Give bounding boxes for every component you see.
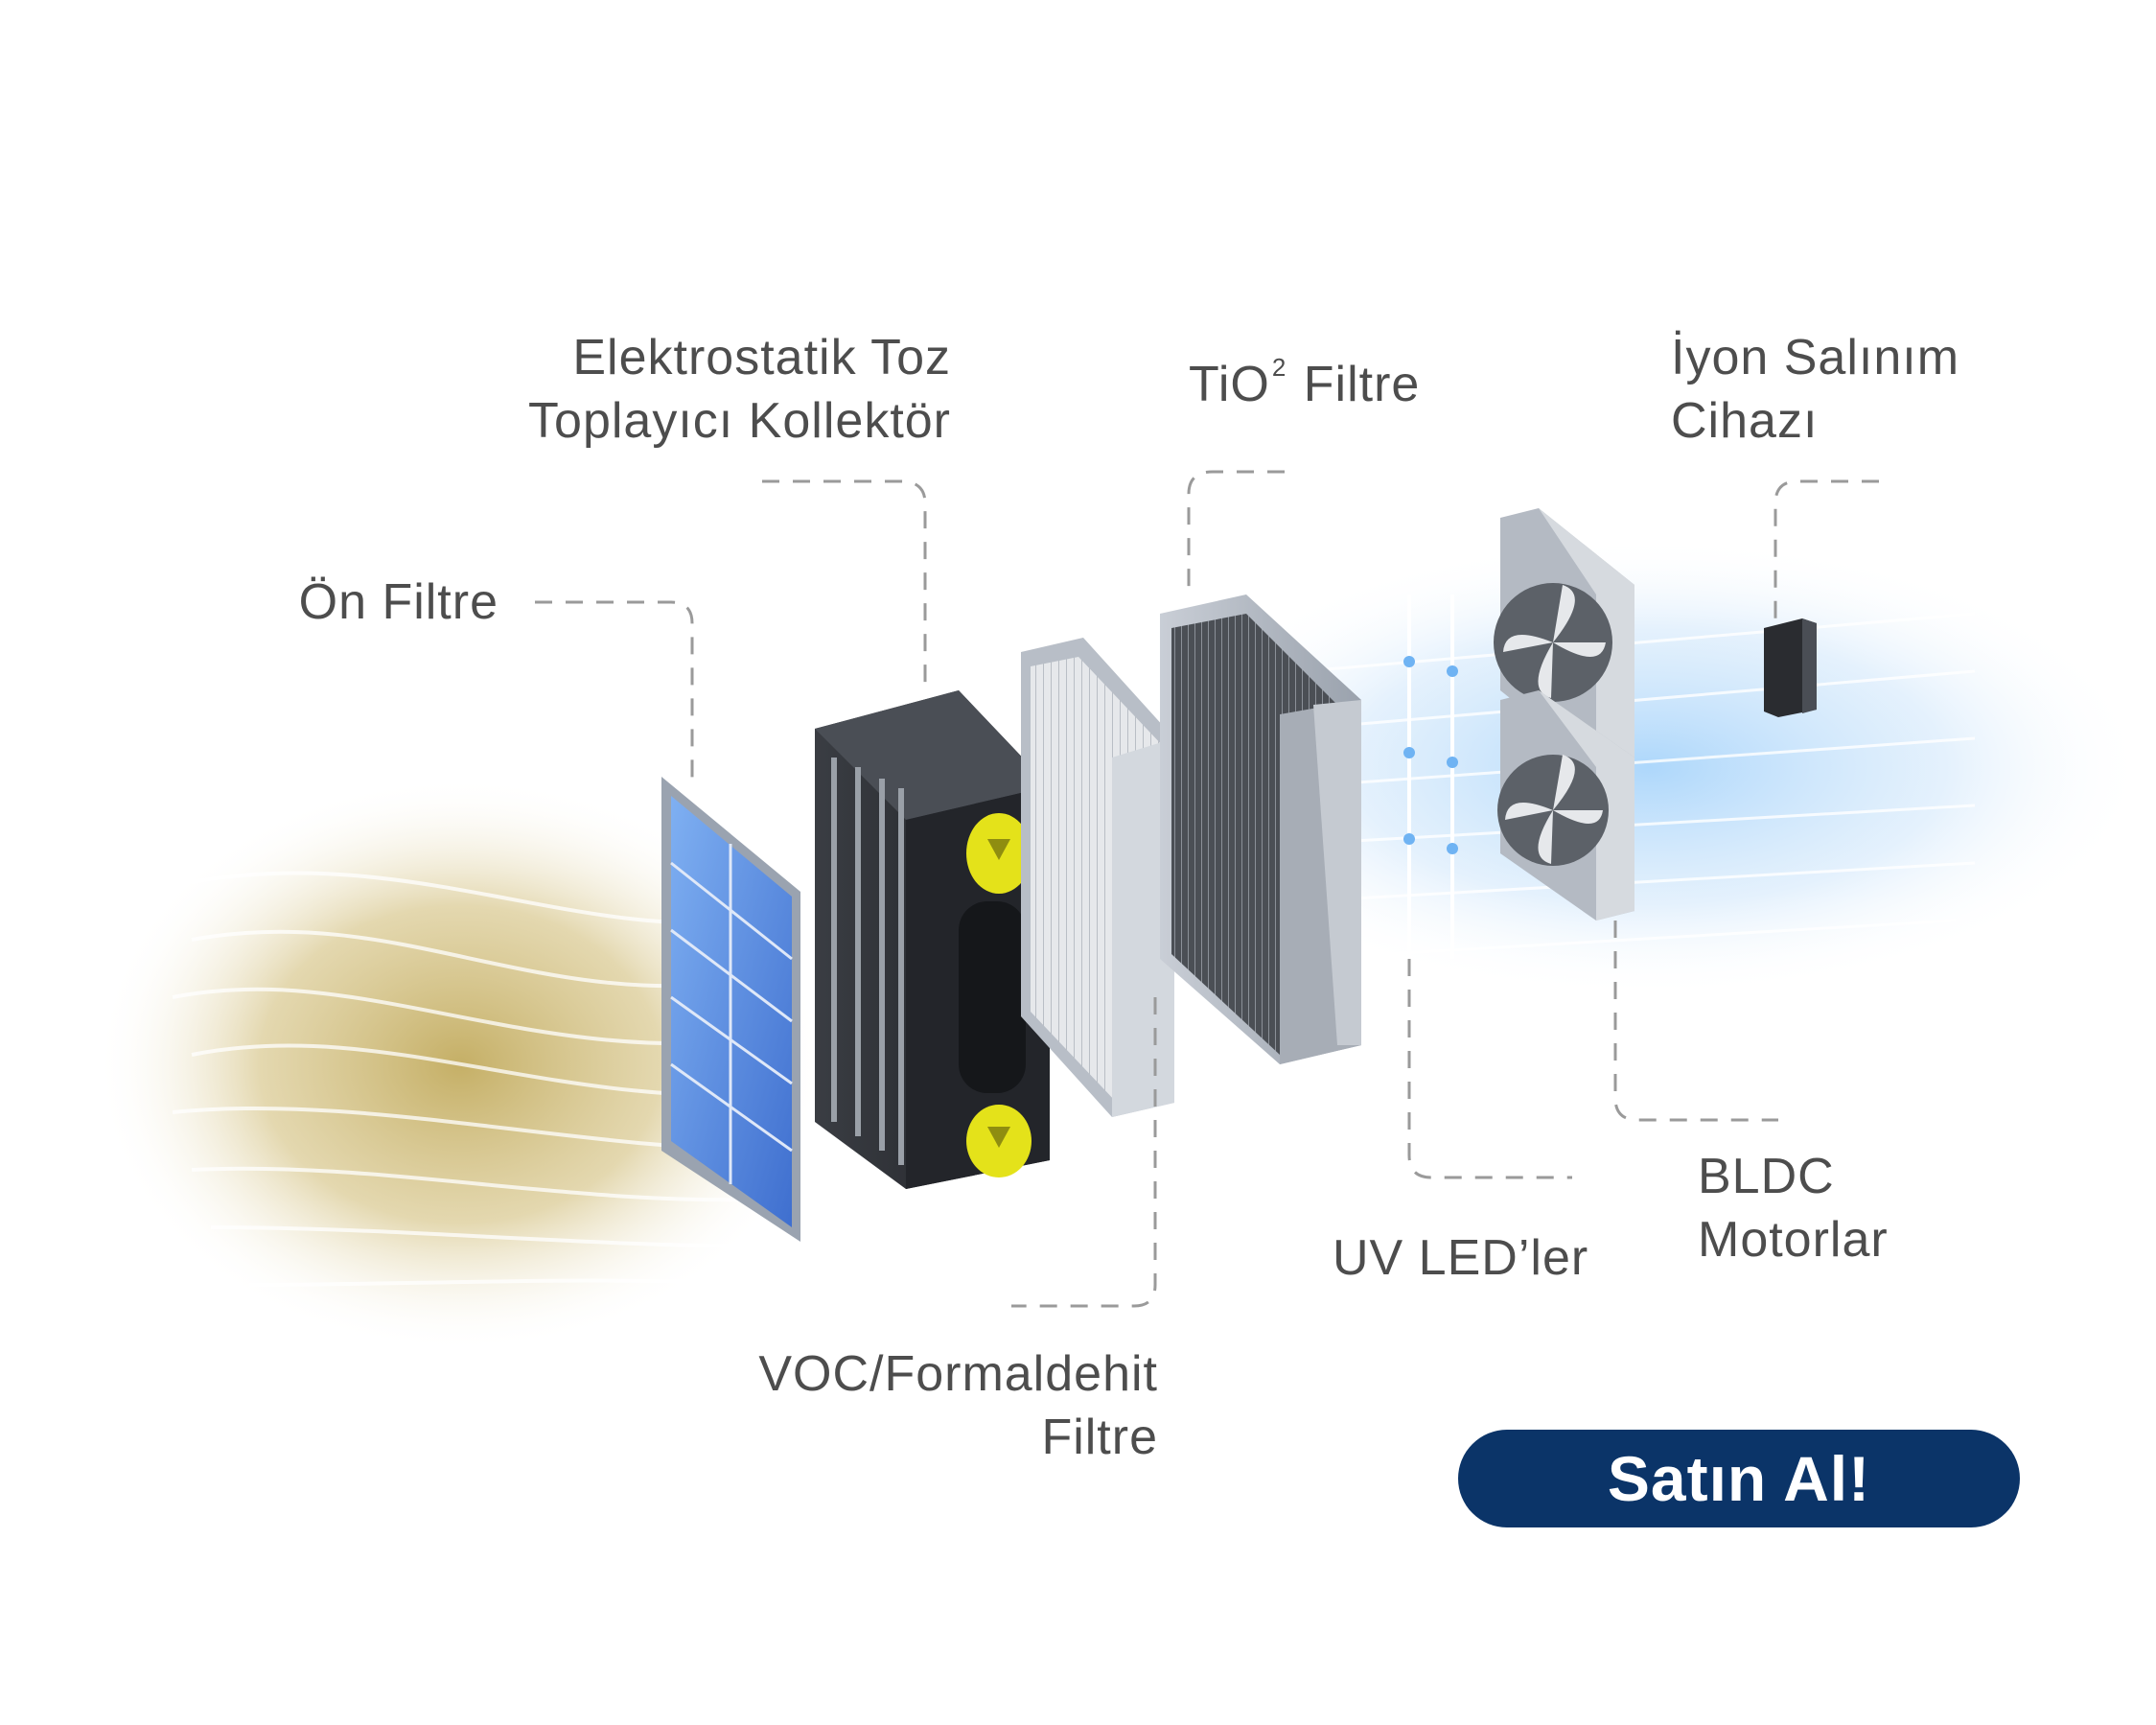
label-tio2-rest: Filtre (1288, 357, 1421, 412)
latch-top (966, 813, 1032, 894)
label-elektrostatik: Elektrostatik Toz Toplayıcı Kollektör (422, 326, 951, 453)
label-bldc: BLDC Motorlar (1698, 1145, 1889, 1271)
leader-iyon (1773, 479, 1879, 623)
uv-led-strip (1403, 594, 1458, 959)
label-uv-text: UV LED’ler (1333, 1230, 1589, 1286)
label-tio2: TiO2 Filtre (1189, 336, 1420, 416)
label-iyon-line-1: İyon Salınım (1671, 330, 1960, 385)
leader-elektrostatik (762, 479, 927, 690)
label-bldc-line-2: Motorlar (1698, 1212, 1889, 1268)
clean-air-flow (1150, 537, 2147, 997)
pre-filter (661, 777, 800, 1242)
bldc-motors (1494, 508, 1634, 921)
buy-button[interactable]: Satın Al! (1458, 1430, 2020, 1527)
leader-on-filtre (535, 600, 694, 786)
leader-tio2 (1187, 470, 1285, 594)
voc-filter (1021, 638, 1174, 1117)
label-voc-line-1: VOC/Formaldehit (758, 1346, 1158, 1402)
fan-icon (1497, 690, 1634, 921)
label-voc-line-2: Filtre (1041, 1410, 1158, 1465)
label-tio2-sup: 2 (1271, 353, 1287, 382)
electrostatic-collector (815, 690, 1050, 1189)
label-on-filtre-text: Ön Filtre (298, 574, 498, 630)
label-elektrostatik-line-2: Toplayıcı Kollektör (528, 393, 951, 449)
leader-bldc (1613, 921, 1778, 1122)
label-iyon-line-2: Cihazı (1671, 393, 1819, 449)
label-tio2-main: TiO (1189, 357, 1270, 412)
label-uv: UV LED’ler (1333, 1226, 1588, 1290)
tio2-filter (1160, 594, 1361, 1064)
leader-uv (1407, 959, 1572, 1179)
label-on-filtre: Ön Filtre (230, 571, 498, 634)
ion-device (1764, 618, 1817, 717)
label-bldc-line-1: BLDC (1698, 1149, 1835, 1204)
label-voc: VOC/Formaldehit Filtre (652, 1342, 1158, 1469)
label-iyon: İyon Salınım Cihazı (1671, 326, 1959, 453)
label-elektrostatik-line-1: Elektrostatik Toz (572, 330, 951, 385)
latch-bottom (966, 1105, 1032, 1177)
leader-voc (1011, 997, 1157, 1308)
